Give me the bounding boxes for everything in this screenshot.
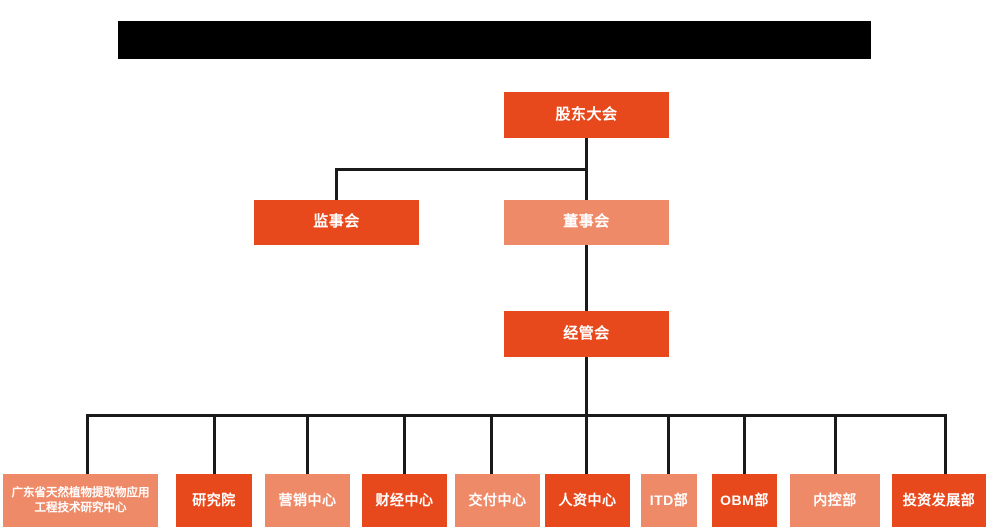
org-node-itd-department[interactable]: ITD部 <box>641 474 697 527</box>
org-node-internal-control-department[interactable]: 内控部 <box>790 474 880 527</box>
connector-management-to-bus <box>585 357 588 415</box>
connector-drop-dept-1 <box>86 414 89 474</box>
org-node-marketing-center[interactable]: 营销中心 <box>265 474 350 527</box>
org-node-management-committee[interactable]: 经管会 <box>504 311 669 357</box>
org-node-shareholders-meeting[interactable]: 股东大会 <box>504 92 669 138</box>
connector-drop-dept-4 <box>403 414 406 474</box>
org-node-finance-center[interactable]: 财经中心 <box>362 474 447 527</box>
connector-department-bus <box>86 414 944 417</box>
connector-drop-dept-7 <box>667 414 670 474</box>
connector-drop-dept-3 <box>306 414 309 474</box>
connector-drop-dept-2 <box>213 414 216 474</box>
org-node-board-of-directors[interactable]: 董事会 <box>504 200 669 245</box>
connector-level2-bus <box>335 168 587 171</box>
org-node-investment-development-department[interactable]: 投资发展部 <box>892 474 986 527</box>
connector-to-supervisory-board <box>335 168 338 200</box>
redacted-title-bar <box>118 21 871 59</box>
org-node-hr-center[interactable]: 人资中心 <box>545 474 630 527</box>
connector-drop-dept-10 <box>944 414 947 474</box>
org-node-research-institute[interactable]: 研究院 <box>176 474 252 527</box>
connector-drop-dept-6 <box>585 414 588 474</box>
connector-drop-dept-5 <box>490 414 493 474</box>
connector-drop-dept-8 <box>743 414 746 474</box>
connector-drop-dept-9 <box>834 414 837 474</box>
connector-board-to-management <box>585 245 588 311</box>
connector-to-board-of-directors <box>585 168 588 200</box>
org-node-supervisory-board[interactable]: 监事会 <box>254 200 419 245</box>
connector-shareholders-down <box>585 138 588 171</box>
org-node-obm-department[interactable]: OBM部 <box>712 474 777 527</box>
org-node-delivery-center[interactable]: 交付中心 <box>455 474 540 527</box>
org-node-guangdong-research-center[interactable]: 广东省天然植物提取物应用工程技术研究中心 <box>3 474 158 527</box>
